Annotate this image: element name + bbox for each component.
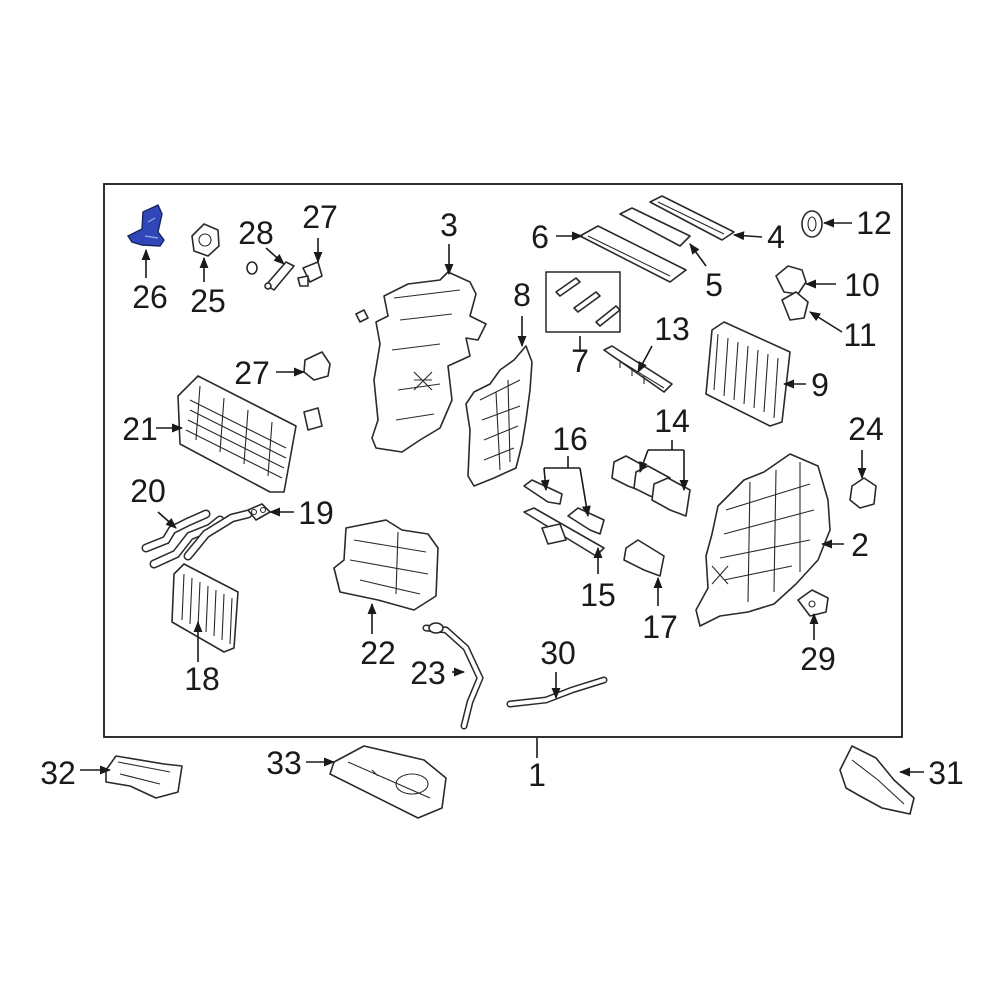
part-18-heater-core[interactable] [171,563,239,653]
part-15-door[interactable] [523,507,605,557]
callout-17: 17 [642,609,678,645]
callout-4: 4 [767,219,785,255]
part-7-seal-set[interactable] [545,271,621,333]
part-6-seal[interactable] [579,225,687,283]
callout-20: 20 [130,473,166,509]
callout-1: 1 [528,757,546,793]
callout-labels: 1 2 3 4 5 6 7 8 9 10 11 12 13 14 15 16 1… [40,199,964,793]
assembly-frame [103,183,903,738]
callout-25: 25 [190,283,226,319]
part-2-main-case[interactable] [695,453,831,627]
part-5-seal[interactable] [619,207,691,247]
part-14-door-set[interactable] [611,455,691,517]
part-33-duct[interactable] [329,745,447,819]
part-3-case[interactable] [355,271,487,453]
callout-16: 16 [552,421,588,457]
callout-27-lower: 27 [234,355,270,391]
callout-3: 3 [440,207,458,243]
callout-2: 2 [851,527,869,563]
callout-28: 28 [238,215,274,251]
callout-32: 32 [40,755,76,791]
part-30-hose[interactable] [506,676,608,708]
callout-8: 8 [513,277,531,313]
part-29-actuator[interactable] [797,589,829,617]
callout-22: 22 [360,635,396,671]
part-26-bracket[interactable] [126,204,165,247]
callout-23: 23 [410,655,446,691]
callout-15: 15 [580,577,616,613]
callout-30: 30 [540,635,576,671]
callout-14: 14 [654,403,690,439]
part-22-lower-case[interactable] [333,519,439,611]
part-25-grommet[interactable] [191,223,220,257]
callout-11: 11 [843,317,876,353]
part-16-door-left[interactable] [523,479,563,505]
part-13-door[interactable] [603,345,673,393]
callout-26: 26 [132,279,168,315]
callout-18: 18 [184,661,220,697]
part-23-drain-hose[interactable] [422,622,484,730]
part-16-door-right[interactable] [567,507,605,535]
part-17-door[interactable] [623,539,665,577]
callout-19: 19 [298,495,334,531]
part-27-clip-lower[interactable] [303,351,331,431]
part-19-gasket[interactable] [247,503,271,521]
part-27-clip-upper[interactable] [297,261,323,287]
part-11-duct[interactable] [781,291,809,321]
part-31-duct[interactable] [839,745,915,815]
callout-31: 31 [928,755,964,791]
callout-9: 9 [811,367,829,403]
part-9-filter[interactable] [705,321,791,427]
callout-27-upper: 27 [302,199,338,235]
callout-6: 6 [531,219,549,255]
callout-12: 12 [856,205,892,241]
callout-29: 29 [800,641,836,677]
callout-5: 5 [705,267,723,303]
part-20-pipe[interactable] [141,509,253,569]
part-10-duct[interactable] [775,265,807,295]
part-12-grommet[interactable] [801,210,823,238]
part-28-link[interactable] [246,261,295,291]
callout-10: 10 [844,267,880,303]
leader-lines [80,218,924,777]
callout-21: 21 [122,411,158,447]
part-32-duct[interactable] [105,755,183,799]
callout-24: 24 [848,411,884,447]
part-8-side-case[interactable] [465,345,533,487]
callout-33: 33 [266,745,302,781]
callout-13: 13 [654,311,690,347]
part-21-evaporator[interactable] [177,375,297,493]
part-24-sensor[interactable] [849,477,877,509]
callout-7: 7 [571,343,589,379]
